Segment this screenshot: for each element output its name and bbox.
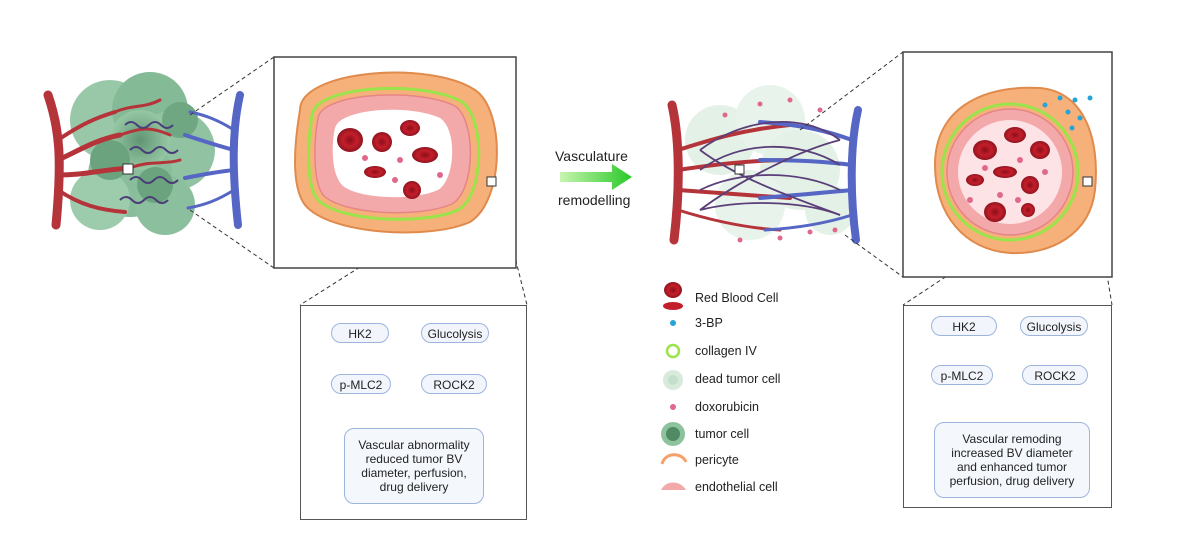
- legend-label-dead-tumor-cell: dead tumor cell: [695, 372, 781, 386]
- right-zoom-marker: [734, 164, 745, 175]
- right-dead-tumor-cloud: [685, 85, 855, 240]
- left-outcome-line: reduced tumor BV: [365, 452, 463, 466]
- red-blood-cell-icon: [663, 282, 683, 310]
- pericyte-icon: [660, 453, 688, 465]
- left-vessel-crosssection: [294, 71, 498, 234]
- left-rock2-node: ROCK2: [421, 374, 487, 394]
- right-doxorubicin-dots: [722, 97, 838, 243]
- collagen-ring-icon: [665, 343, 681, 359]
- right-pmlc2-node: p-MLC2: [931, 365, 993, 385]
- legend-label-pericyte: pericyte: [695, 453, 739, 467]
- left-collagen-layer: [307, 86, 481, 221]
- right-pathway-panel: HK2 Glucolysis ROCK2 p-MLC2 Vascular rem…: [903, 305, 1112, 508]
- legend-label-doxorubicin: doxorubicin: [695, 400, 759, 414]
- right-outcome-box: Vascular remoding increased BV diameter …: [934, 422, 1090, 498]
- right-glycolysis-node: Glucolysis: [1020, 316, 1088, 336]
- left-pathway-panel: HK2 Glucolysis ROCK2 p-MLC2 Vascular abn…: [300, 305, 527, 520]
- right-hk2-node: HK2: [931, 316, 997, 336]
- right-crosssection-zoom-marker: [1082, 176, 1093, 187]
- left-zoom-marker: [122, 163, 134, 175]
- left-tumor-cluster: [70, 72, 215, 235]
- legend-label-red-blood-cell: Red Blood Cell: [695, 291, 779, 305]
- left-crosssection-zoom-marker: [486, 176, 497, 187]
- right-outcome-line: increased BV diameter: [951, 446, 1073, 460]
- doxorubicin-dot-icon: [670, 404, 676, 410]
- right-outcome-line: Vascular remoding: [962, 432, 1062, 446]
- left-outcome-line: Vascular abnormality: [358, 438, 470, 452]
- right-outcome-line: and enhanced tumor: [956, 460, 1068, 474]
- tumor-cell-icon: [661, 422, 685, 446]
- remodelling-arrow: [560, 164, 632, 190]
- left-outcome-box: Vascular abnormality reduced tumor BV di…: [344, 428, 484, 504]
- left-artery: [43, 90, 182, 230]
- legend-label-3bp: 3-BP: [695, 316, 723, 330]
- right-collagen-layer: [940, 102, 1080, 242]
- left-tortuous-vessels: [119, 121, 179, 204]
- center-label-line2: remodelling: [558, 192, 631, 208]
- left-vein: [183, 91, 244, 229]
- left-outcome-line: diameter, perfusion,: [361, 466, 467, 480]
- right-3bp-dots: [1042, 95, 1093, 131]
- right-vessel-crosssection: [933, 86, 1097, 255]
- endothelial-cell-icon: [661, 482, 686, 490]
- left-glycolysis-node: Glucolysis: [421, 323, 489, 343]
- right-tumor-illustration: [667, 85, 862, 245]
- legend-icons: [660, 282, 688, 490]
- right-rock2-node: ROCK2: [1022, 365, 1088, 385]
- left-lumen: [332, 109, 453, 198]
- right-outcome-line: perfusion, drug delivery: [949, 474, 1075, 488]
- legend-label-endothelial-cell: endothelial cell: [695, 480, 778, 494]
- legend-label-collagen: collagen IV: [695, 344, 757, 358]
- left-outcome-line: drug delivery: [379, 480, 449, 494]
- 3bp-dot-icon: [670, 320, 676, 326]
- center-label-line1: Vasculature: [555, 148, 628, 164]
- left-hk2-node: HK2: [331, 323, 389, 343]
- legend-label-tumor-cell: tumor cell: [695, 427, 750, 441]
- dead-tumor-cell-icon: [663, 370, 683, 390]
- right-normalized-vessels: [699, 121, 841, 216]
- left-tumor-illustration: [43, 72, 244, 235]
- left-pmlc2-node: p-MLC2: [331, 374, 391, 394]
